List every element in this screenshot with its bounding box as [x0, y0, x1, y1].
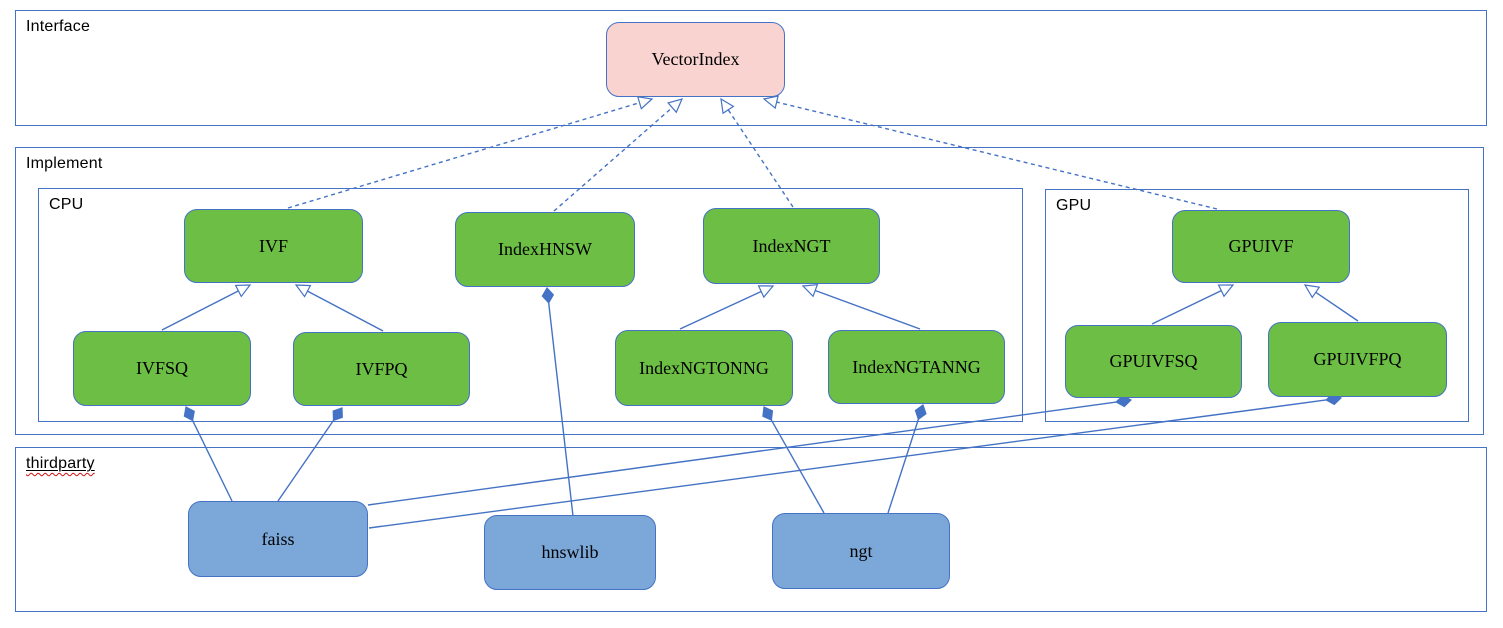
group-implement[interactable]: Implement	[15, 147, 1484, 435]
node-ivfpq[interactable]: IVFPQ	[293, 332, 470, 406]
node-label-vectorindex: VectorIndex	[651, 49, 740, 69]
node-label-gpuivf: GPUIVF	[1228, 236, 1294, 256]
node-hnswlib[interactable]: hnswlib	[484, 515, 656, 590]
node-label-faiss: faiss	[261, 528, 295, 549]
node-indexhnsw[interactable]: IndexHNSW	[455, 212, 635, 287]
node-ivf[interactable]: IVF	[184, 209, 363, 283]
group-label-gpu: GPU	[1056, 197, 1092, 214]
node-label-indexhnsw: IndexHNSW	[498, 239, 592, 259]
node-gpuivf[interactable]: GPUIVF	[1172, 210, 1350, 283]
node-label-ngt: ngt	[849, 540, 873, 561]
node-label-indexngt: IndexNGT	[752, 235, 831, 256]
node-label-gpuivfpq: GPUIVFPQ	[1313, 349, 1402, 369]
node-faiss[interactable]: faiss	[188, 501, 368, 577]
group-cpu[interactable]: CPU	[38, 188, 1023, 422]
node-label-gpuivfsq: GPUIVFSQ	[1109, 351, 1198, 371]
misspelled-word: thirdparty	[26, 455, 95, 472]
node-ivfsq[interactable]: IVFSQ	[73, 331, 251, 406]
node-label-indexngtonng: IndexNGTONNG	[639, 357, 769, 378]
group-label-thirdparty: thirdparty	[26, 455, 95, 473]
group-label-implement: Implement	[26, 155, 103, 172]
group-thirdparty[interactable]: thirdparty	[15, 447, 1487, 612]
group-interface[interactable]: Interface	[15, 10, 1487, 126]
node-vectorindex[interactable]: VectorIndex	[606, 22, 785, 97]
group-label-interface: Interface	[26, 18, 91, 35]
node-label-hnswlib: hnswlib	[541, 542, 599, 562]
group-gpu[interactable]: GPU	[1045, 189, 1469, 422]
group-label-cpu: CPU	[49, 196, 84, 213]
node-gpuivfpq[interactable]: GPUIVFPQ	[1268, 322, 1447, 397]
node-indexngt[interactable]: IndexNGT	[703, 208, 880, 284]
node-indexngtanng[interactable]: IndexNGTANNG	[828, 330, 1005, 404]
node-gpuivfsq[interactable]: GPUIVFSQ	[1065, 325, 1242, 398]
node-label-ivf: IVF	[258, 235, 288, 256]
node-label-ivfpq: IVFPQ	[355, 358, 408, 379]
node-ngt[interactable]: ngt	[772, 513, 950, 589]
node-label-indexngtanng: IndexNGTANNG	[852, 356, 981, 377]
node-indexngtonng[interactable]: IndexNGTONNG	[615, 330, 793, 406]
node-label-ivfsq: IVFSQ	[135, 358, 188, 378]
